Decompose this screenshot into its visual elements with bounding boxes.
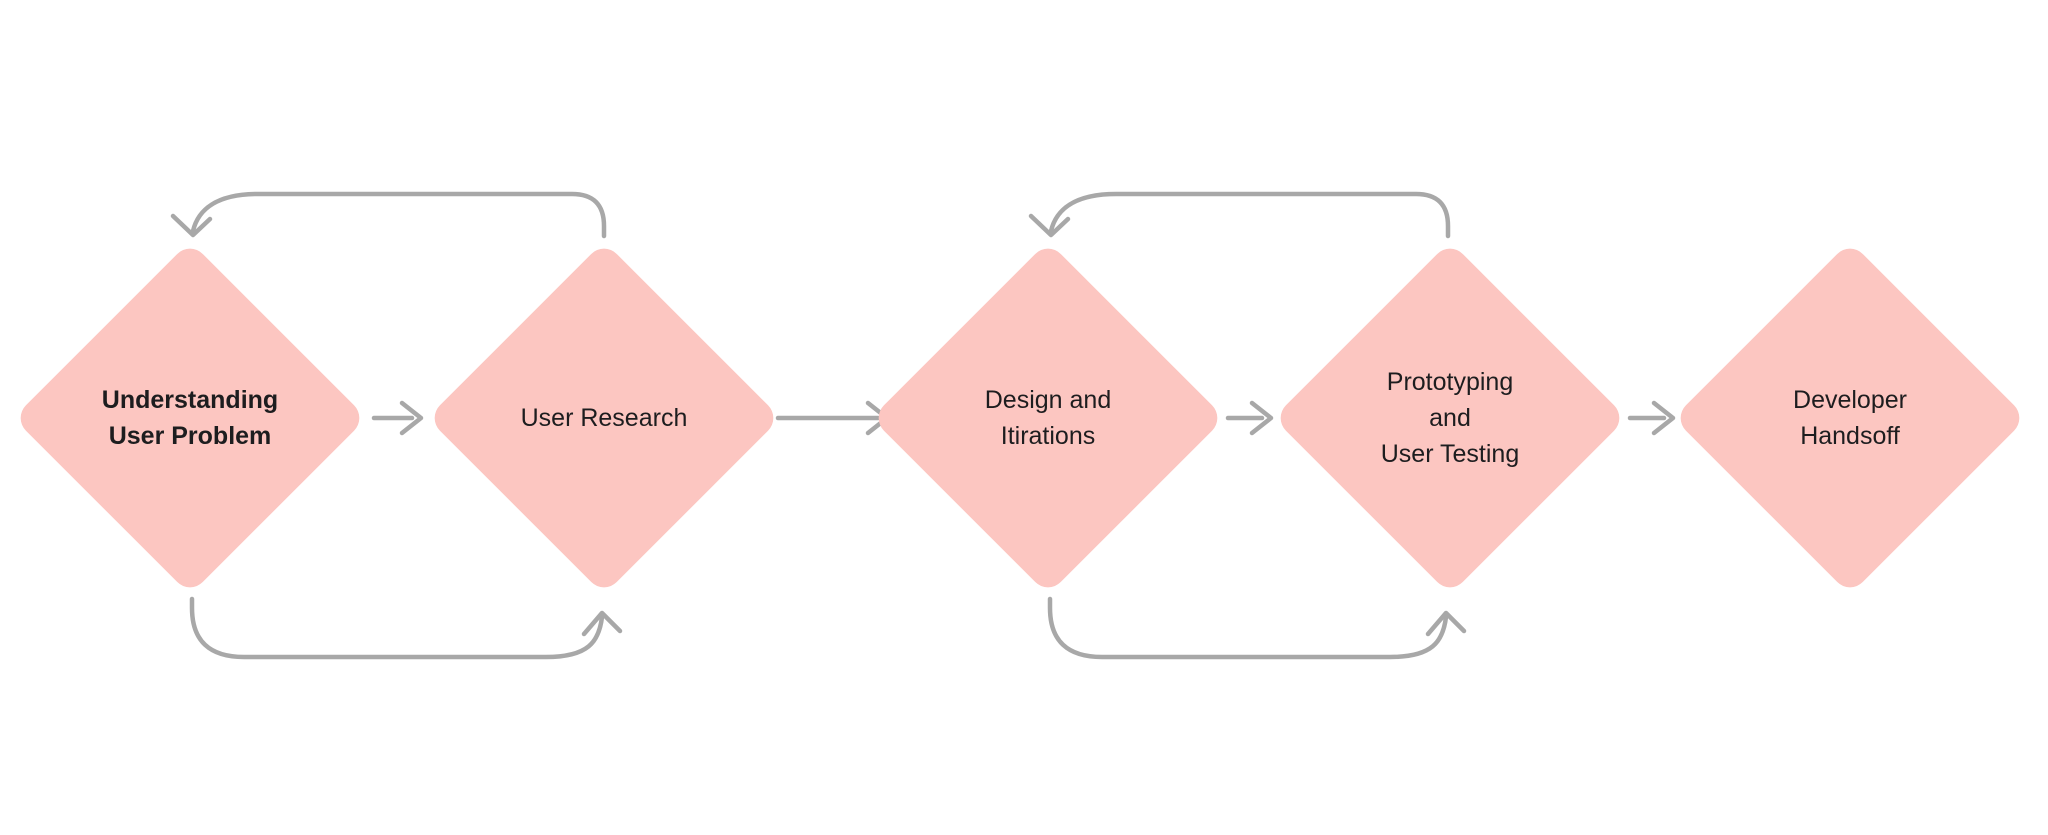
node-label-line: and xyxy=(1429,404,1471,432)
feedback-arrow-top-1 xyxy=(170,191,607,239)
forward-arrow-4 xyxy=(1627,400,1676,436)
flow-node-prototyping-and-user-testing: Prototyping and User Testing xyxy=(1273,241,1627,595)
forward-arrow-1 xyxy=(371,400,424,436)
feedback-arrow-top-2 xyxy=(1028,191,1451,239)
flow-node-user-research: User Research xyxy=(427,241,781,595)
node-label: Developer Handsoff xyxy=(1673,241,2027,595)
flow-node-understanding-user-problem: Understanding User Problem xyxy=(13,241,367,595)
node-label-line: User Research xyxy=(520,404,688,432)
feedback-arrow-bottom-2 xyxy=(1047,596,1467,660)
arrowhead-up-icon xyxy=(1425,610,1467,637)
feedback-arrow-bottom-1 xyxy=(189,596,623,660)
node-label-line: Prototyping xyxy=(1386,368,1514,396)
node-label-line: Handsoff xyxy=(1800,422,1900,450)
flow-node-design-and-itirations: Design and Itirations xyxy=(871,241,1225,595)
node-label: User Research xyxy=(427,241,781,595)
forward-arrow-3 xyxy=(1225,400,1274,436)
node-label: Prototyping and User Testing xyxy=(1273,241,1627,595)
node-label-line: Itirations xyxy=(1000,422,1096,450)
arrowhead-down-icon xyxy=(170,213,213,238)
node-label-line: User Testing xyxy=(1380,440,1520,468)
arrowhead-down-icon xyxy=(1028,213,1071,238)
node-label: Understanding User Problem xyxy=(13,241,367,595)
node-label-line: Understanding xyxy=(101,386,279,414)
arrowhead-right-icon xyxy=(1249,400,1274,436)
node-label-line: Developer xyxy=(1793,386,1907,414)
node-label: Design and Itirations xyxy=(871,241,1225,595)
node-label-line: User Problem xyxy=(108,422,272,450)
arrowhead-right-icon xyxy=(1651,400,1676,436)
arrowhead-up-icon xyxy=(581,610,623,637)
flow-node-developer-handsoff: Developer Handsoff xyxy=(1673,241,2027,595)
node-label-line: Design and xyxy=(984,386,1112,414)
arrowhead-right-icon xyxy=(399,400,424,436)
